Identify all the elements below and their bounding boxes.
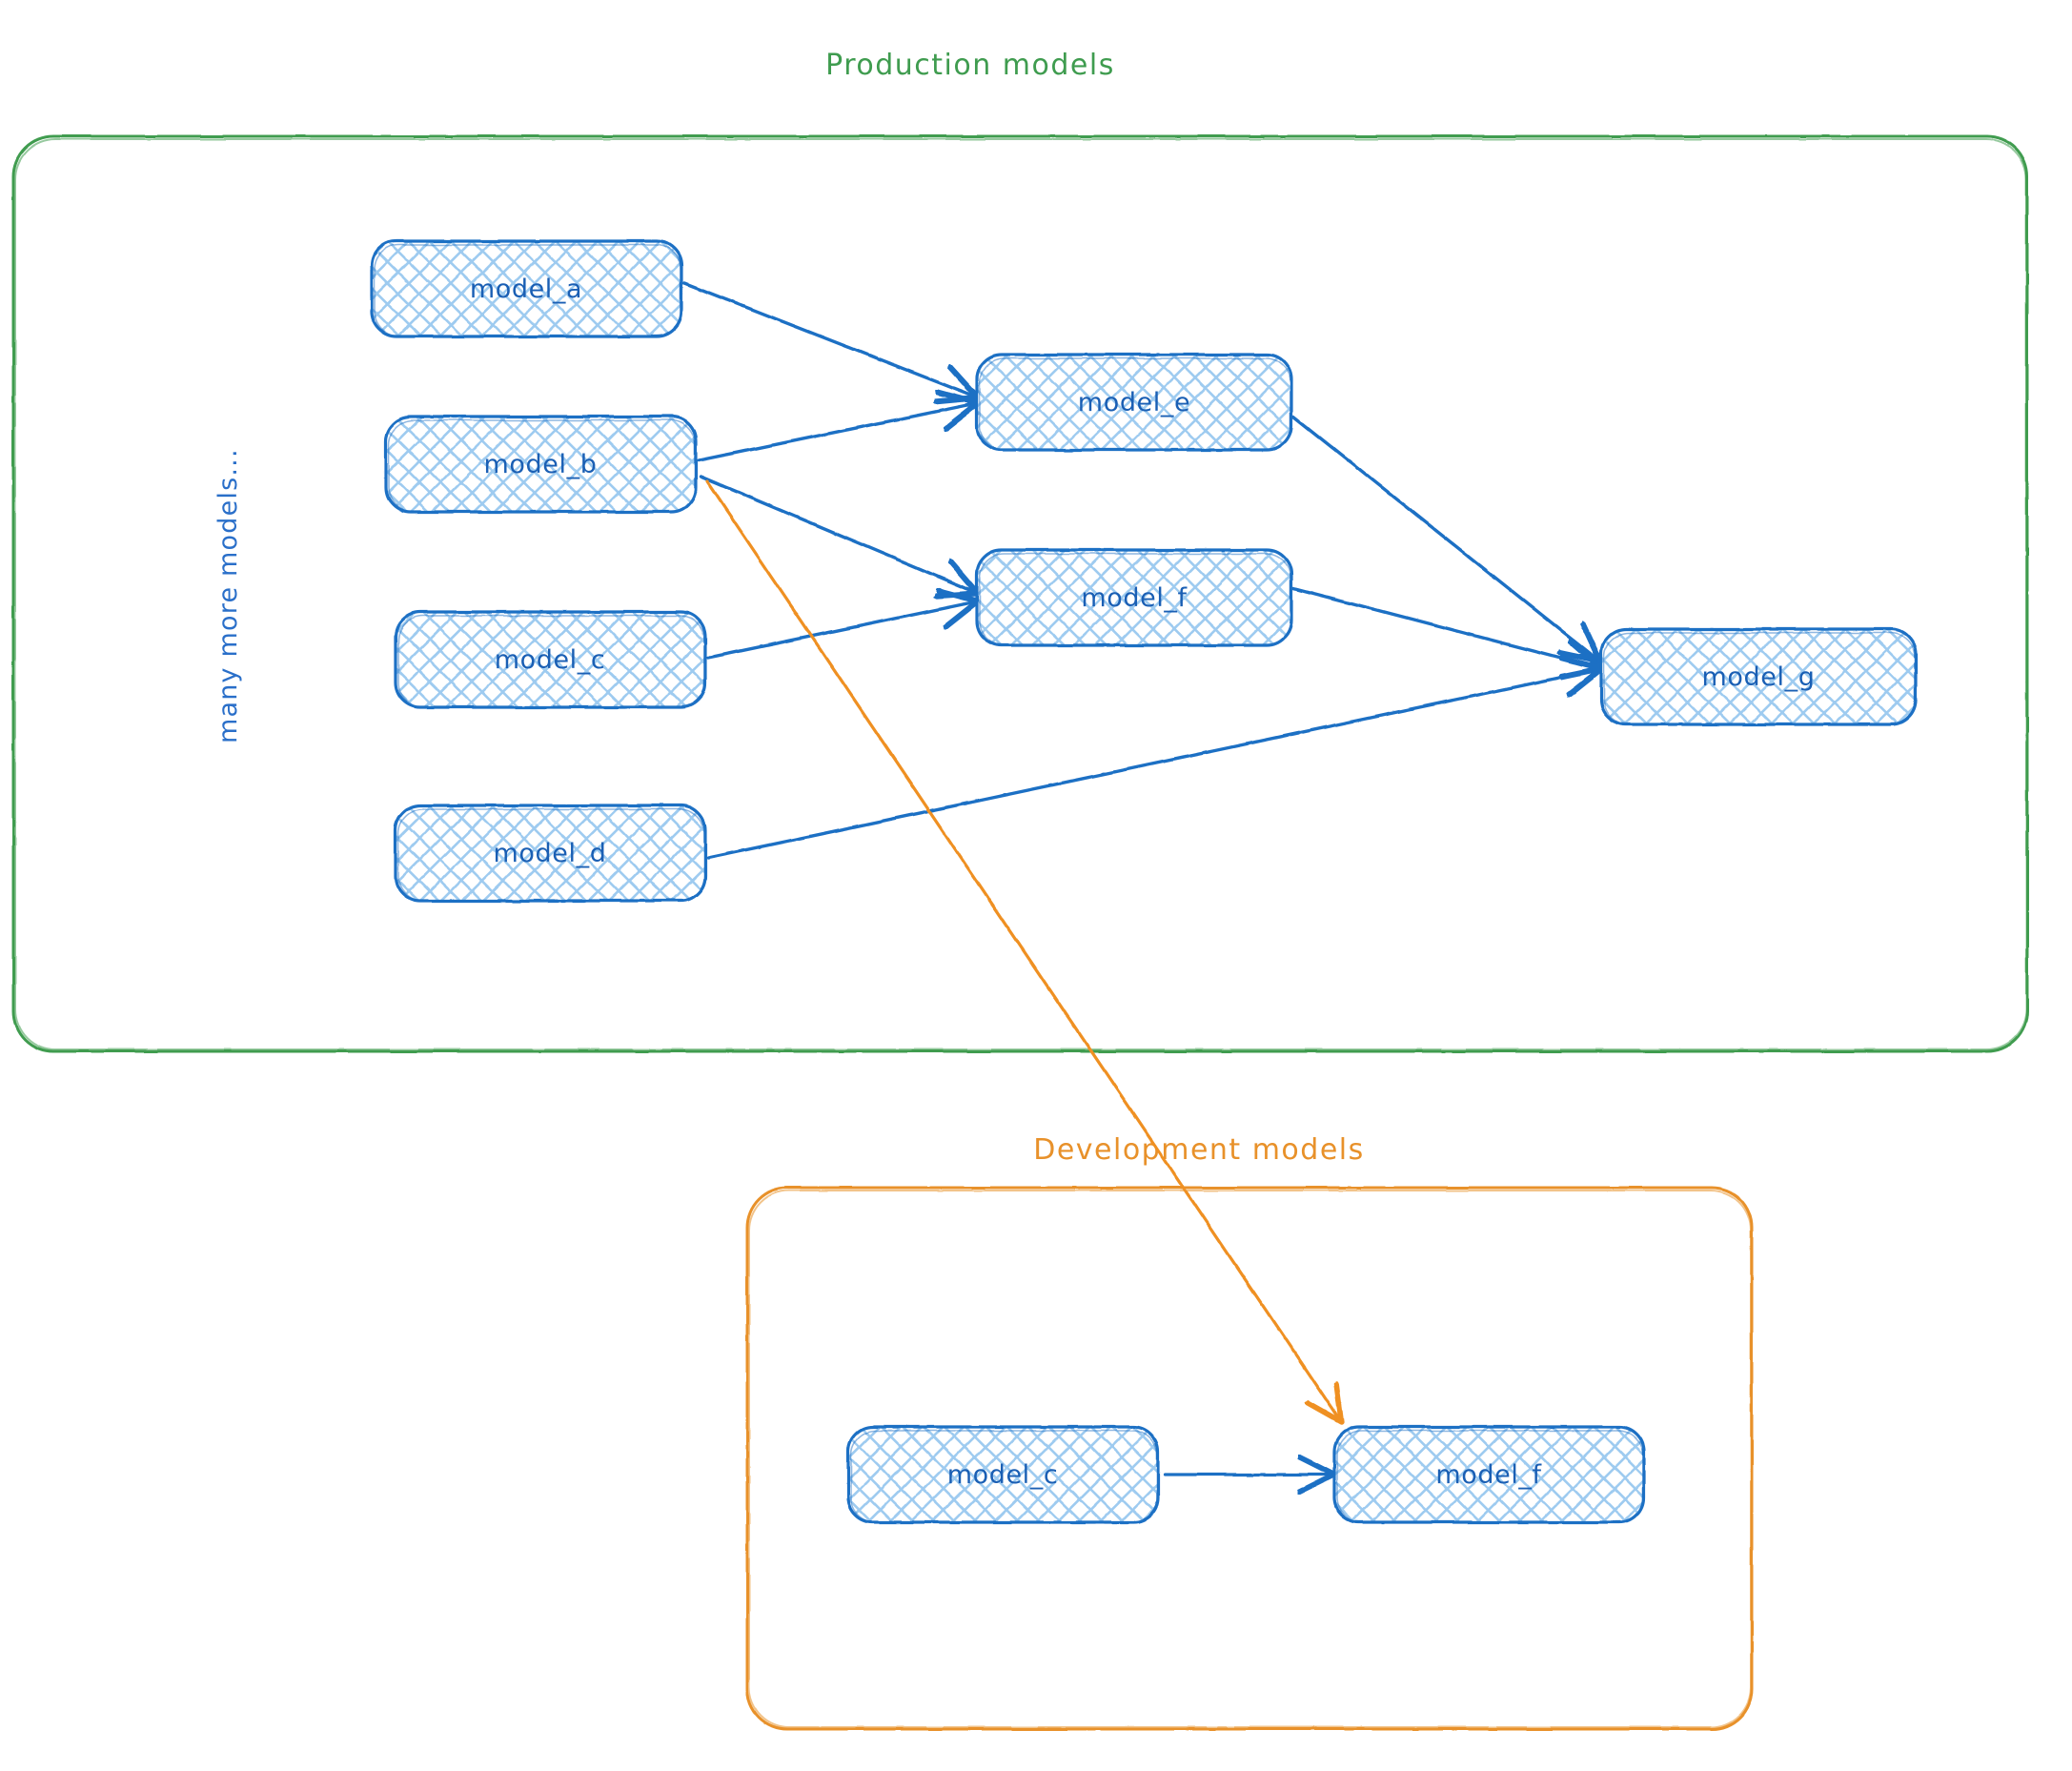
- production-group-title: Production models: [825, 49, 1115, 82]
- edge-model-d-to-model-g: [706, 670, 1595, 860]
- node-prod-model-g[interactable]: model_g: [1599, 627, 1918, 726]
- edge-model-b-to-model-f: [699, 475, 972, 591]
- node-dev-model-f[interactable]: model_f: [1332, 1425, 1646, 1524]
- node-label-dev-model-c: model_c: [947, 1460, 1059, 1490]
- node-label-prod-model-f: model_f: [1081, 583, 1188, 613]
- development-group-title: Development models: [1033, 1133, 1365, 1167]
- cross-env-edge-layer: [705, 479, 1338, 1417]
- edge-model-c-to-model-f: [706, 602, 972, 660]
- group-container-development: [745, 1186, 1754, 1731]
- node-dev-model-c[interactable]: model_c: [846, 1425, 1160, 1524]
- node-prod-model-c[interactable]: model_c: [394, 610, 707, 709]
- node-label-prod-model-d: model_d: [494, 839, 607, 868]
- node-label-prod-model-a: model_a: [470, 275, 582, 304]
- edge-model-b-to-model-e: [697, 404, 972, 462]
- node-prod-model-d[interactable]: model_d: [394, 804, 707, 903]
- edge-model-e-to-model-g: [1291, 415, 1595, 658]
- node-label-prod-model-e: model_e: [1078, 388, 1190, 417]
- node-prod-model-b[interactable]: model_b: [384, 415, 698, 514]
- node-prod-model-e[interactable]: model_e: [975, 353, 1293, 452]
- node-prod-model-f[interactable]: model_f: [975, 548, 1293, 647]
- node-label-dev-model-f: model_f: [1435, 1460, 1542, 1490]
- node-label-prod-model-c: model_c: [495, 645, 606, 675]
- many-more-models-note: many more models...: [213, 448, 243, 743]
- node-label-prod-model-b: model_b: [484, 450, 598, 479]
- edges-layer: [682, 281, 1595, 1475]
- node-label-prod-model-g: model_g: [1702, 662, 1816, 692]
- edge-model-f-to-model-g: [1291, 586, 1595, 667]
- edge-model-a-to-model-e: [682, 281, 972, 396]
- node-prod-model-a[interactable]: model_a: [370, 239, 683, 338]
- development-border-sketch: [748, 1190, 1752, 1728]
- edge-prod-model-b-to-dev-model-f: [705, 479, 1338, 1417]
- group-container-production: [11, 134, 2029, 1053]
- production-border-sketch: [14, 138, 2027, 1050]
